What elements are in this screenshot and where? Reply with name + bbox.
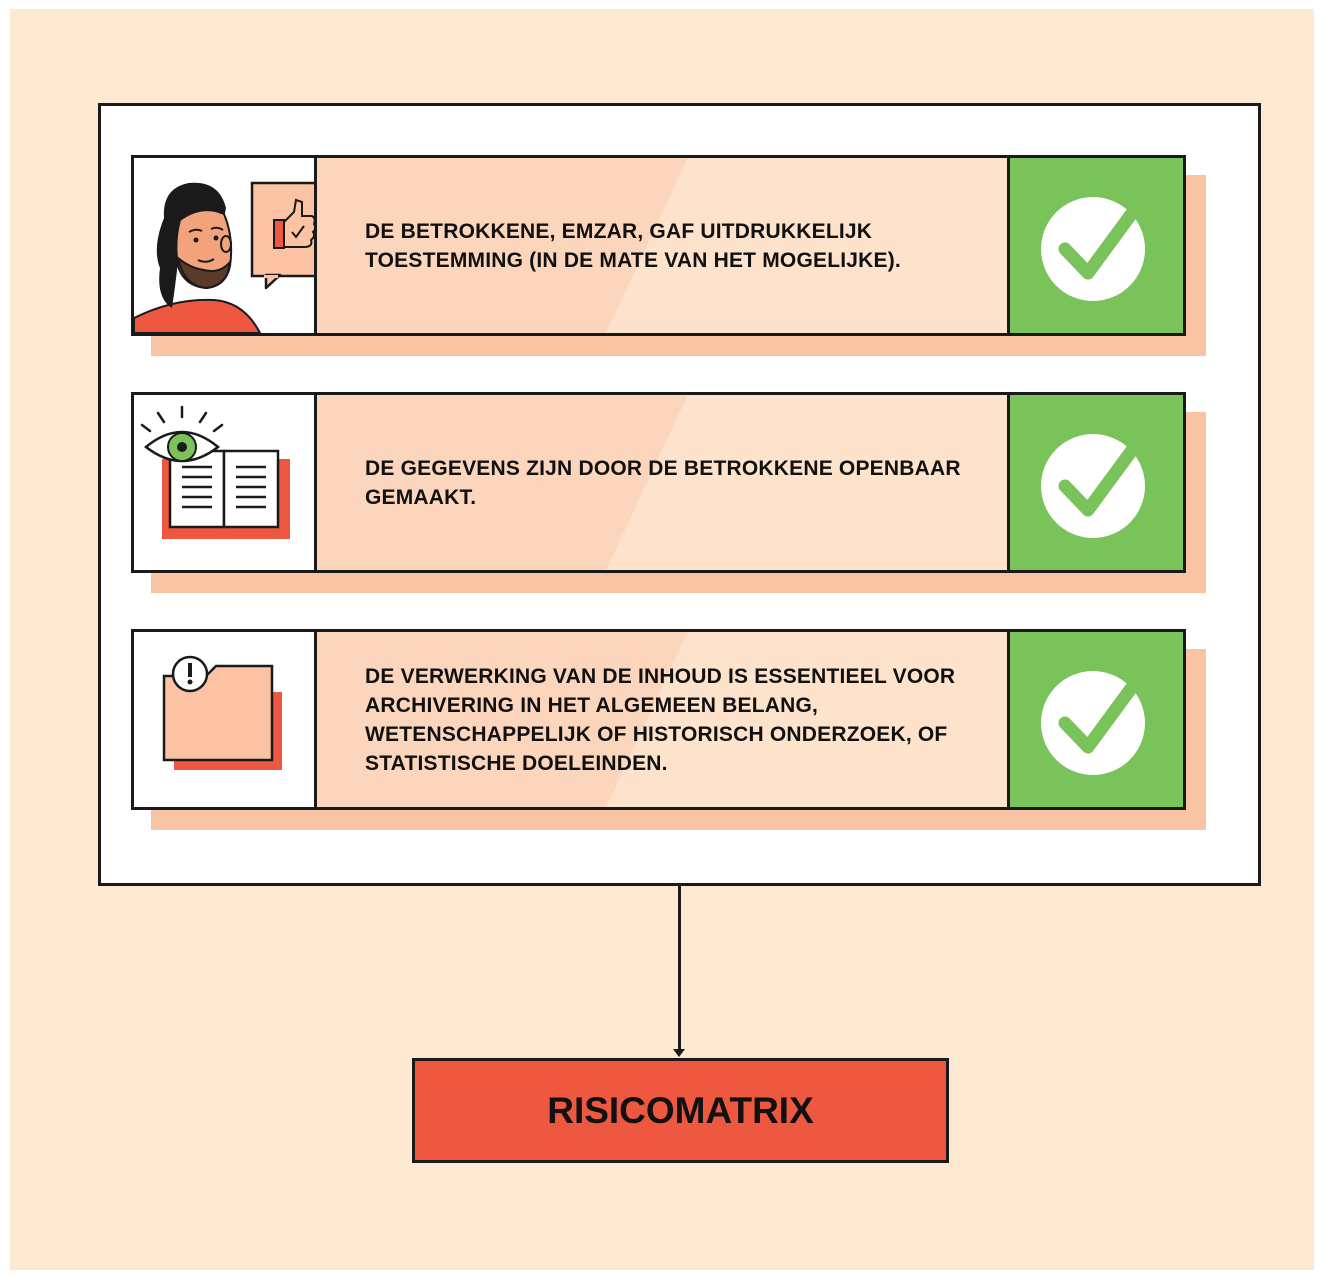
check-icon xyxy=(1041,671,1145,775)
arrow-down-icon xyxy=(673,1049,685,1057)
check-icon xyxy=(1041,434,1145,538)
condition-row-archiving: DE VERWERKING VAN DE INHOUD IS ESSENTIEE… xyxy=(131,629,1206,830)
status-cell xyxy=(1007,395,1183,570)
row-box: DE BETROKKENE, EMZAR, GAF UITDRUKKELIJK … xyxy=(131,155,1186,336)
diagram-canvas: DE BETROKKENE, EMZAR, GAF UITDRUKKELIJK … xyxy=(10,9,1314,1270)
condition-text-cell: DE BETROKKENE, EMZAR, GAF UITDRUKKELIJK … xyxy=(317,158,1007,333)
condition-text-cell: DE GEGEVENS ZIJN DOOR DE BETROKKENE OPEN… xyxy=(317,395,1007,570)
status-cell xyxy=(1007,158,1183,333)
row-box: DE VERWERKING VAN DE INHOUD IS ESSENTIEE… xyxy=(131,629,1186,810)
result-label: RISICOMATRIX xyxy=(547,1089,814,1131)
condition-row-consent: DE BETROKKENE, EMZAR, GAF UITDRUKKELIJK … xyxy=(131,155,1206,356)
status-cell xyxy=(1007,632,1183,807)
eye-open-book-icon xyxy=(134,395,317,570)
condition-label: DE BETROKKENE, EMZAR, GAF UITDRUKKELIJK … xyxy=(365,219,901,272)
person-thumbs-up-icon xyxy=(134,158,317,333)
connector-line xyxy=(678,886,681,1053)
check-icon xyxy=(1041,197,1145,301)
result-box: RISICOMATRIX xyxy=(412,1058,949,1163)
condition-label: DE GEGEVENS ZIJN DOOR DE BETROKKENE OPEN… xyxy=(365,456,961,509)
condition-text-cell: DE VERWERKING VAN DE INHOUD IS ESSENTIEE… xyxy=(317,632,1007,807)
condition-row-public: DE GEGEVENS ZIJN DOOR DE BETROKKENE OPEN… xyxy=(131,392,1206,593)
row-box: DE GEGEVENS ZIJN DOOR DE BETROKKENE OPEN… xyxy=(131,392,1186,573)
condition-label: DE VERWERKING VAN DE INHOUD IS ESSENTIEE… xyxy=(365,664,956,775)
folder-alert-icon xyxy=(134,632,317,807)
